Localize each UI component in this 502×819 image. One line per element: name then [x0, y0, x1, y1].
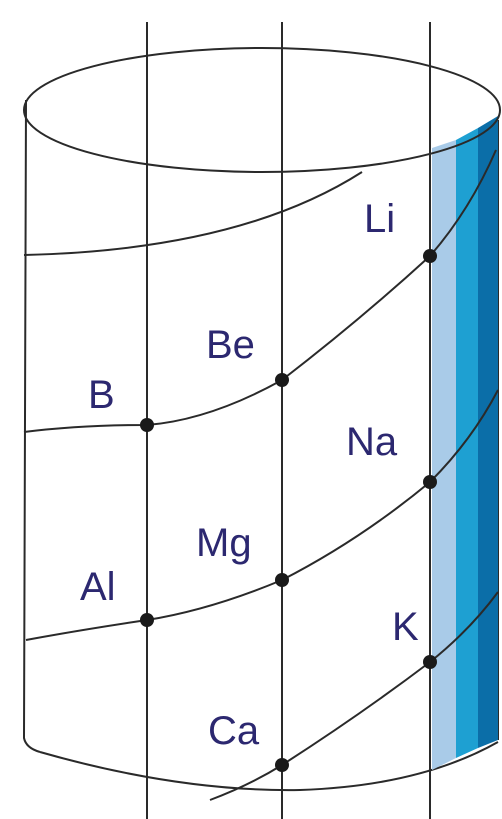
cylinder-top-ellipse — [23, 47, 501, 173]
point-li — [423, 249, 437, 263]
label-be: Be — [206, 323, 255, 367]
spiral-segment-1 — [23, 171, 363, 256]
point-b — [140, 418, 154, 432]
point-mg — [275, 573, 289, 587]
label-al: Al — [80, 565, 116, 609]
spiral-segment-4 — [209, 591, 499, 801]
point-be — [275, 373, 289, 387]
label-li: Li — [364, 197, 395, 241]
point-k — [423, 655, 437, 669]
cylinder-side-left — [22, 99, 41, 753]
point-na — [423, 475, 437, 489]
point-ca — [275, 758, 289, 772]
band-mid-strip — [456, 128, 478, 758]
point-al — [140, 613, 154, 627]
label-na: Na — [346, 420, 398, 464]
label-b: B — [88, 373, 115, 417]
label-ca: Ca — [208, 709, 260, 753]
cylinder-bottom-rim — [39, 741, 499, 792]
band-dark-strip — [478, 116, 498, 748]
label-mg: Mg — [196, 521, 252, 565]
label-k: K — [392, 605, 419, 649]
band-light-strip — [432, 140, 456, 770]
